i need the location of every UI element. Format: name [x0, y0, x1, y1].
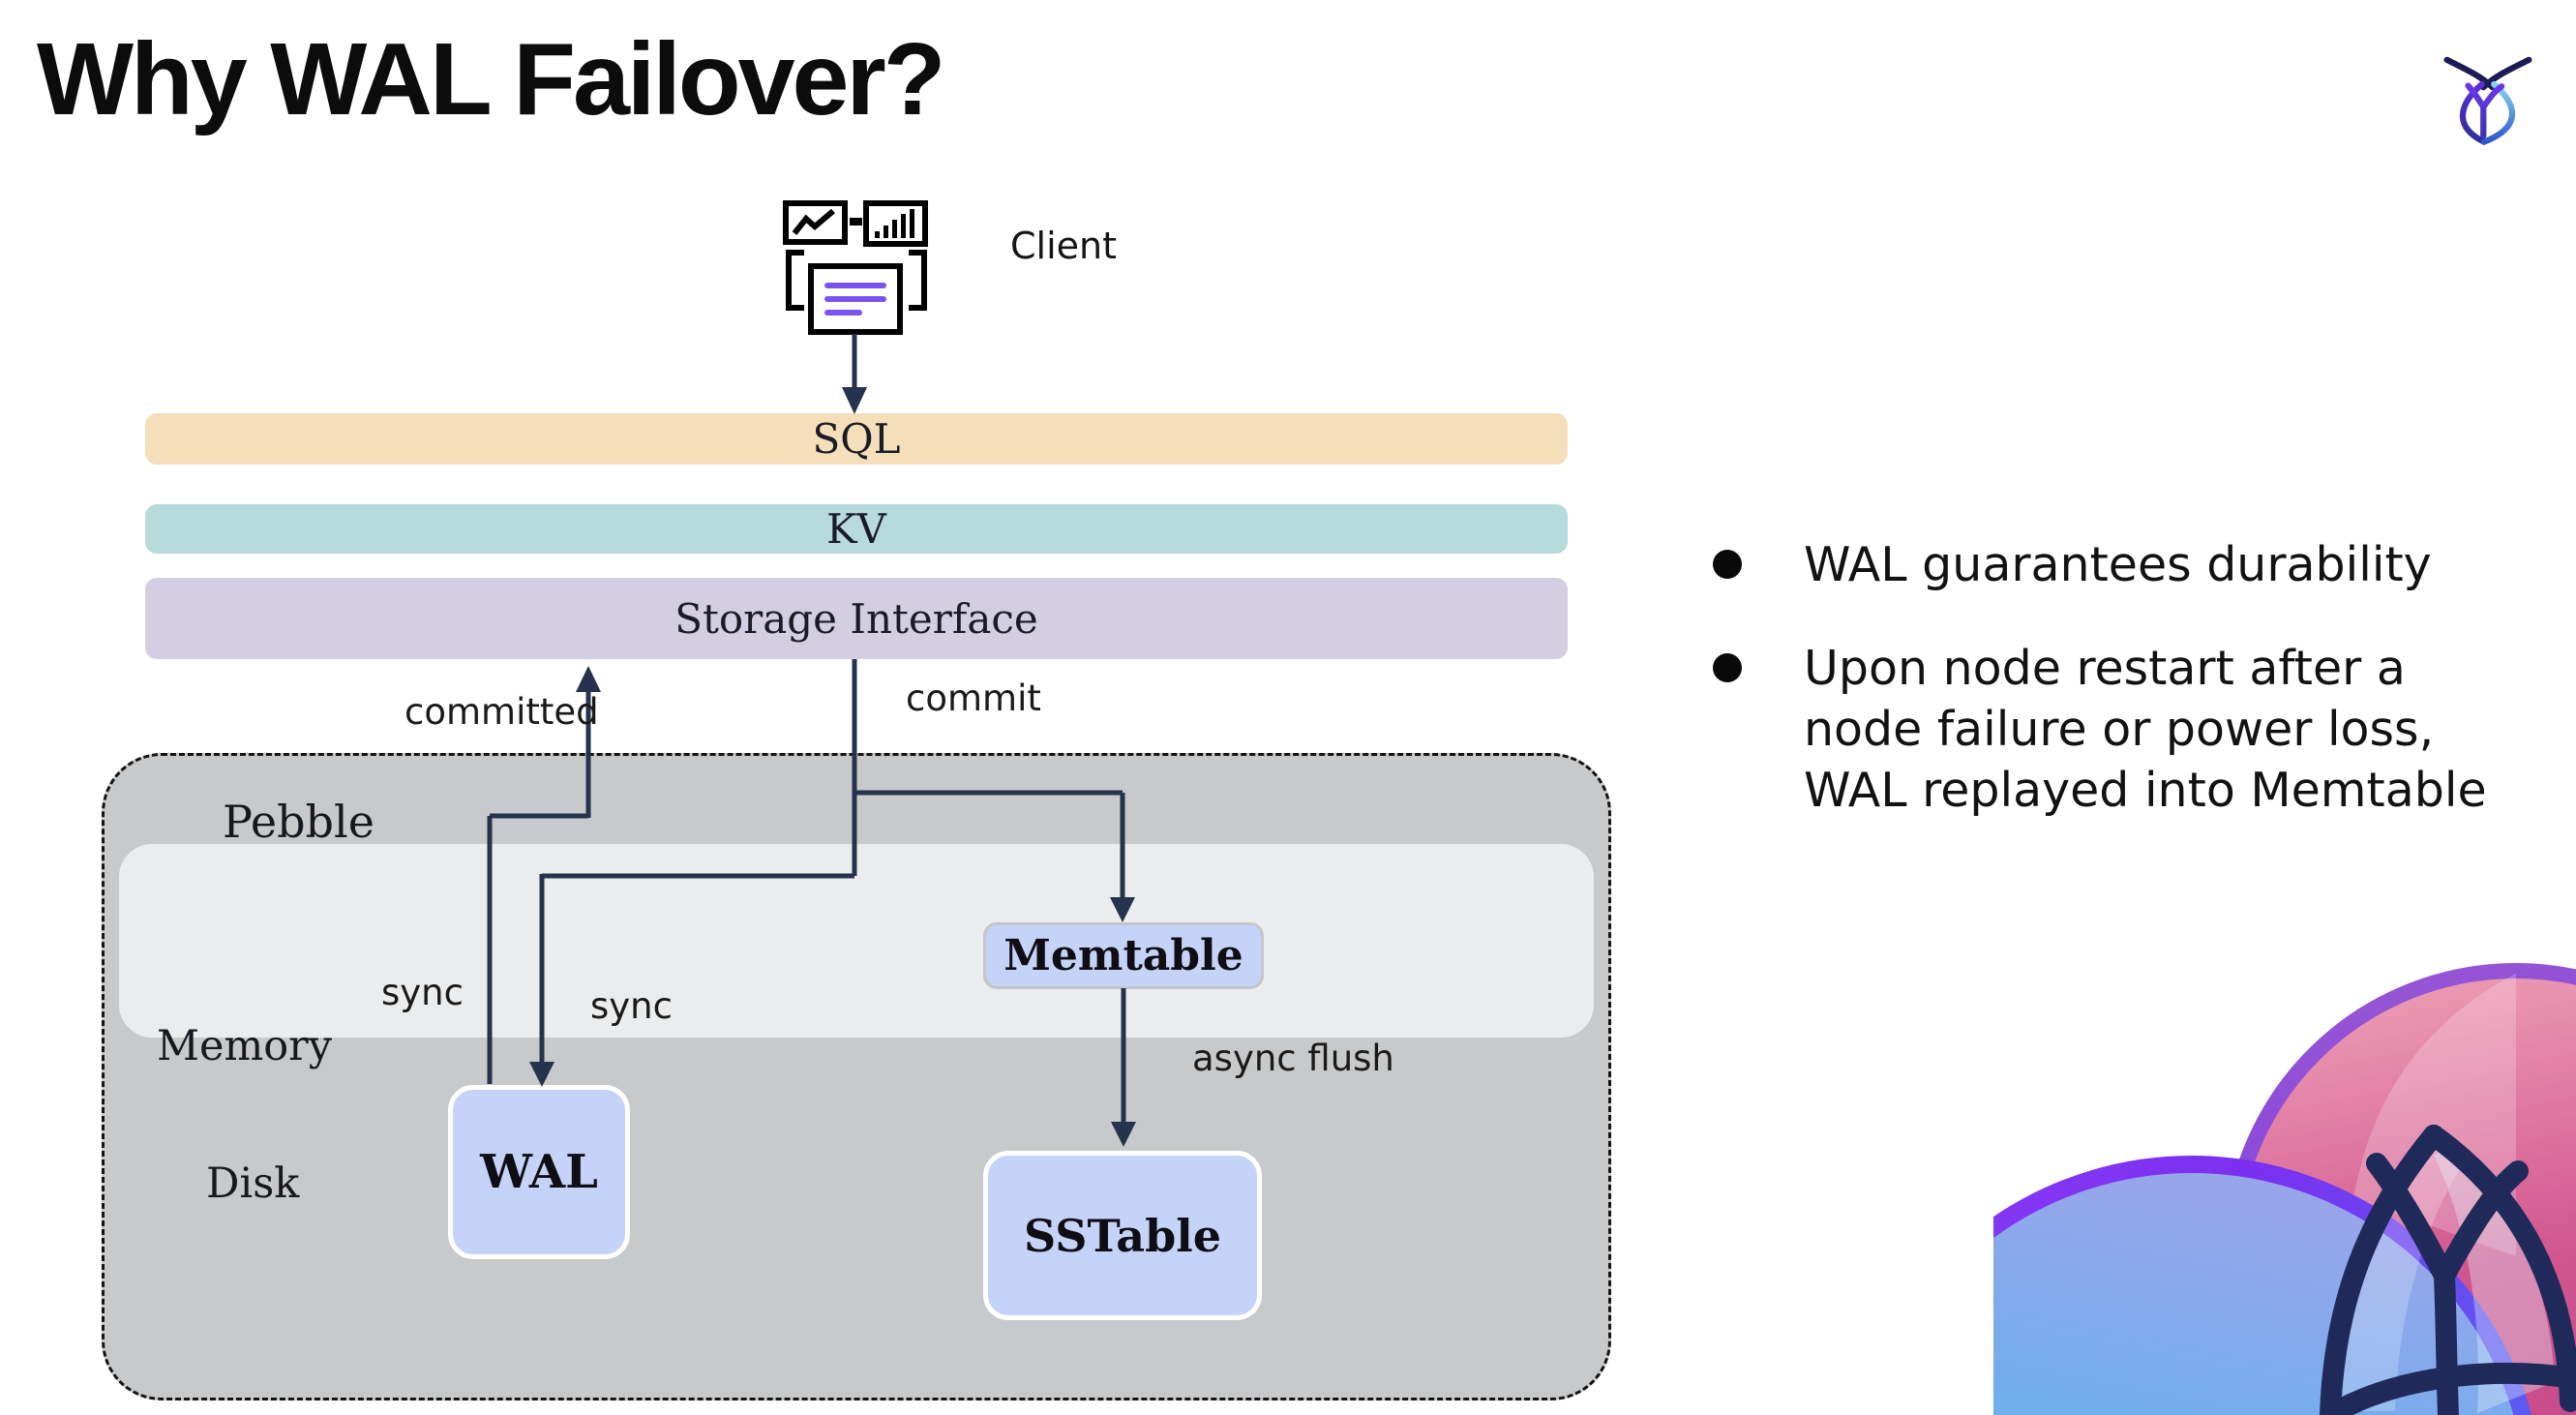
layer-kv: KV: [145, 504, 1568, 554]
sync-down-edge-label: sync: [590, 985, 673, 1027]
memtable-node: Memtable: [983, 922, 1264, 989]
blue-sphere-outline: [1993, 1156, 2532, 1415]
pebble-label: Pebble: [223, 796, 374, 848]
document-text-lines-icon: [824, 283, 886, 316]
bracket-left-icon: [786, 250, 804, 311]
sync-up-edge-label: sync: [381, 972, 464, 1013]
client-arrowhead-icon: [842, 387, 867, 414]
blue-sphere: [1993, 1164, 2523, 1415]
layer-sql-label: SQL: [812, 415, 901, 463]
committed-edge-label: committed: [404, 691, 599, 733]
bullet-dot-icon: [1713, 550, 1742, 579]
sstable-node: SSTable: [983, 1151, 1262, 1320]
commit-edge-label: commit: [906, 677, 1041, 719]
blue-petal-highlight-right: [2434, 1150, 2555, 1413]
bullet-dot-icon: [1713, 653, 1742, 682]
layer-kv-label: KV: [826, 505, 886, 553]
memtable-node-label: Memtable: [1003, 931, 1243, 980]
cockroachdb-logo-icon: [2443, 56, 2532, 145]
memory-label: Memory: [157, 1022, 332, 1070]
list-item: WAL guarantees durability: [1713, 534, 2564, 595]
layer-sql: SQL: [145, 413, 1568, 465]
bar-chart-bars-icon: [875, 209, 914, 238]
brand-corner-artwork: [1993, 963, 2576, 1415]
navy-leaf-strokes: [2320, 1125, 2576, 1415]
page-title: Why WAL Failover?: [37, 22, 945, 136]
client-label: Client: [1010, 225, 1118, 267]
wal-node-label: WAL: [480, 1145, 598, 1199]
line-chart-icon: [783, 200, 848, 245]
layer-storage-label: Storage Interface: [674, 594, 1038, 643]
list-item: Upon node restart after a node failure o…: [1713, 638, 2564, 821]
bullet-text: Upon node restart after a node failure o…: [1804, 641, 2487, 818]
bullet-text: WAL guarantees durability: [1804, 537, 2432, 592]
bullet-list: WAL guarantees durability Upon node rest…: [1713, 534, 2564, 863]
disk-label: Disk: [206, 1159, 300, 1208]
layer-storage-interface: Storage Interface: [145, 578, 1568, 659]
bracket-right-icon: [909, 250, 927, 311]
wal-node: WAL: [448, 1085, 630, 1259]
client-devices-icon: [783, 200, 928, 335]
async-flush-edge-label: async flush: [1192, 1038, 1394, 1079]
blue-petal-highlight-left: [2328, 1140, 2465, 1411]
sstable-node-label: SSTable: [1024, 1209, 1221, 1262]
memory-band: [119, 844, 1594, 1038]
committed-arrowhead-icon: [576, 666, 601, 692]
